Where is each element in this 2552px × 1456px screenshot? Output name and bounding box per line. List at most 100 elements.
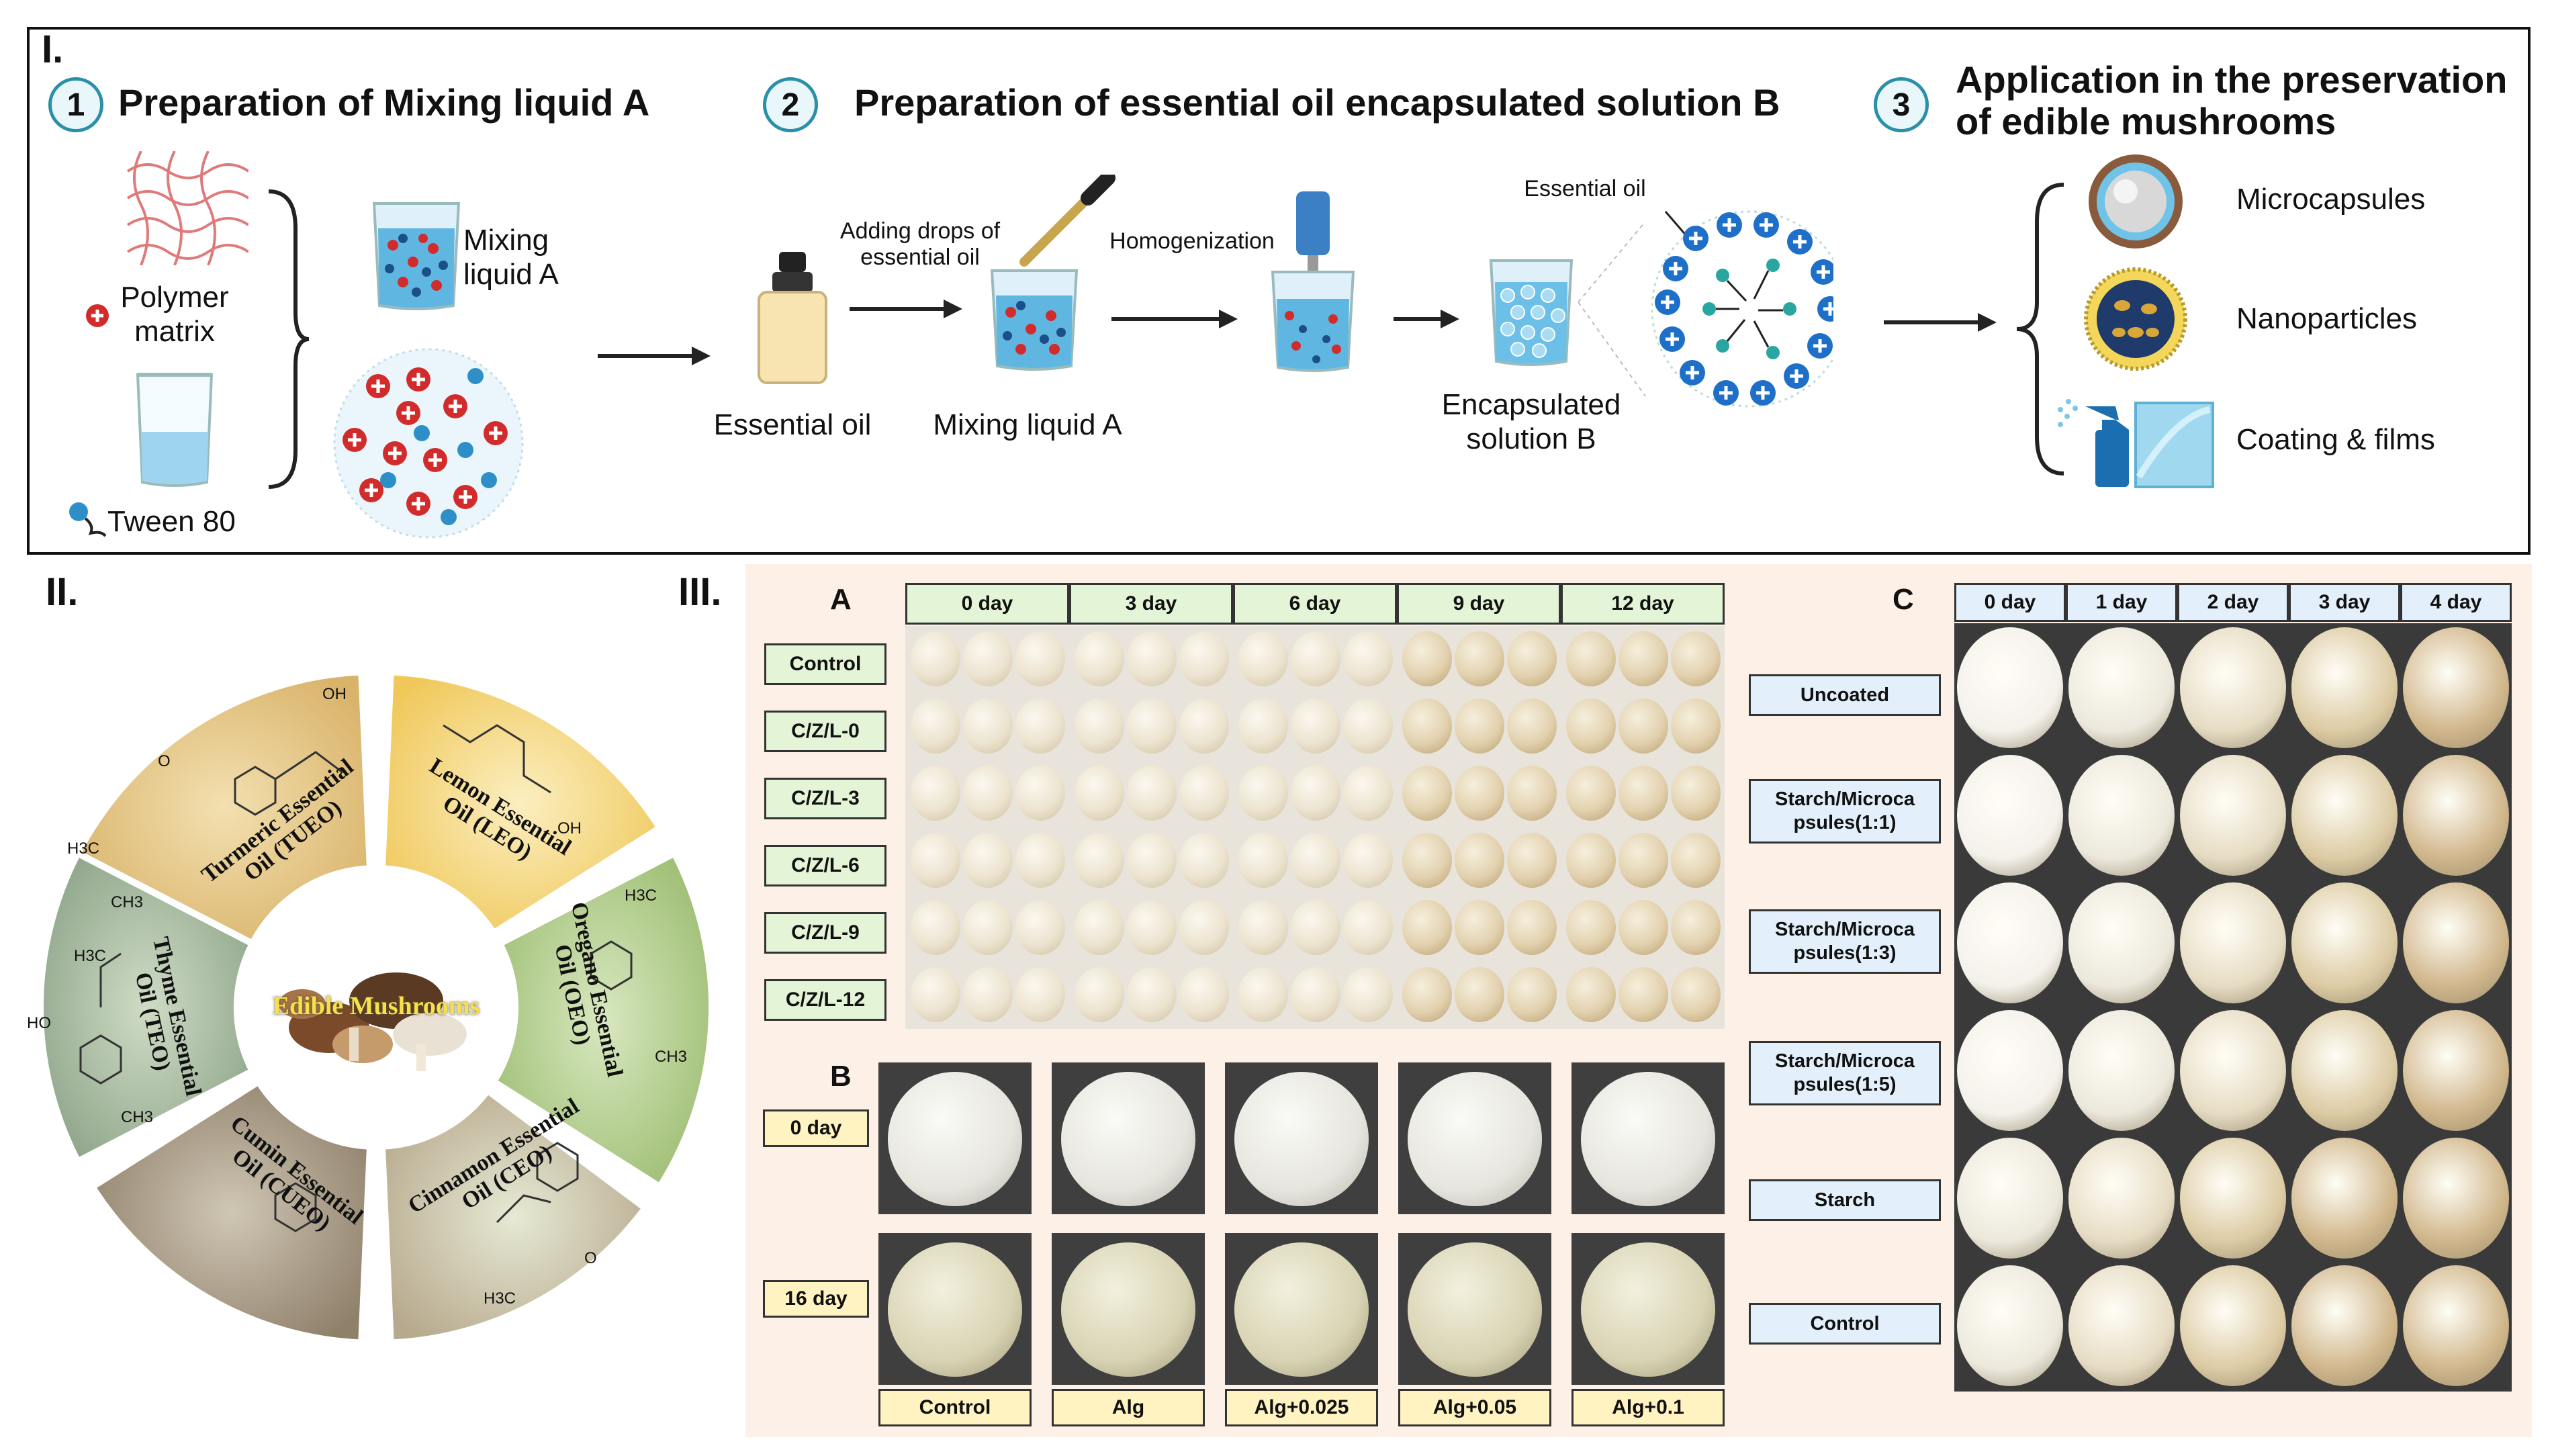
c-mushroom-photo [2068, 1265, 2175, 1386]
chem-label-5: OH [557, 819, 582, 837]
a-mushroom-photo [1402, 631, 1452, 686]
a-mushroom-photo [1291, 833, 1340, 888]
a-mushroom-photo [1075, 698, 1124, 754]
a-mushroom-photo [1127, 698, 1177, 754]
polymer-label-line2: matrix [134, 314, 215, 348]
b-photo-cell [1225, 1062, 1378, 1214]
encapsulated-solution-label: Encapsulated solution B [1430, 388, 1632, 456]
b-mushroom-photo [1581, 1242, 1715, 1377]
c-mushroom-photo [2403, 755, 2509, 876]
section-a-label: A [830, 583, 852, 616]
b-mushroom-photos [878, 1062, 1731, 1398]
essential-oil-bottle-icon [758, 252, 827, 384]
a-mushroom-photo [1179, 967, 1229, 1022]
curly-brace-1 [268, 189, 310, 489]
b-photo-cell [1571, 1233, 1725, 1385]
step3-number: 3 [1874, 77, 1929, 132]
c-day-header-0: 0 day [1954, 583, 2066, 622]
panel-i-label: I. [42, 28, 64, 71]
c-group-starch-13: Starch/Microca psules(1:3) [1749, 909, 1941, 974]
a-mushroom-photo [1127, 900, 1177, 955]
curly-brace-2 [2016, 183, 2064, 475]
chem-label-8: HO [27, 1014, 51, 1032]
a-mushroom-photo [1671, 631, 1721, 686]
a-day-header-2: 6 day [1233, 583, 1397, 625]
c-mushroom-photo [1957, 1138, 2063, 1259]
a-mushroom-photo [911, 698, 960, 754]
mixing-beaker-icon [372, 202, 461, 310]
a-mushroom-photo [1455, 833, 1504, 888]
a-mushroom-photo [1179, 900, 1229, 955]
a-mushroom-photo [1179, 833, 1229, 888]
b-photo-cell [1398, 1233, 1551, 1385]
micelle-zoom-circle [1578, 210, 1833, 408]
adding-drops-label: Adding drops of essential oil [826, 218, 1014, 271]
c-mushroom-photo [2068, 627, 2175, 748]
c-mushroom-photo [1957, 882, 2063, 1003]
a-mushroom-photo [1238, 766, 1288, 821]
c-group-uncoated-text: Uncoated [1800, 684, 1890, 706]
a-mushroom-photo [1455, 967, 1504, 1022]
arrow-4 [1394, 310, 1459, 328]
a-mushroom-photo [1291, 900, 1340, 955]
a-mushroom-photo [1566, 698, 1616, 754]
panel-ii-label: II. [46, 570, 79, 614]
c-group-starch: Starch [1749, 1179, 1941, 1221]
arrow-1 [598, 347, 711, 365]
c-mushroom-photo [2291, 627, 2398, 748]
homogenizer-icon [1271, 191, 1355, 372]
b-mushroom-photo [888, 1242, 1022, 1377]
c-mushroom-photo [2403, 1265, 2509, 1386]
a-mushroom-photo [1291, 698, 1340, 754]
a-day-header-3: 9 day [1397, 583, 1561, 625]
a-mushroom-photo [1238, 900, 1288, 955]
c-mushroom-photo [2291, 755, 2398, 876]
step2-number: 2 [763, 77, 818, 132]
c-mushroom-photo [2180, 882, 2286, 1003]
c-mushroom-photo [2180, 627, 2286, 748]
b-treatment-alg-01: Alg+0.1 [1571, 1389, 1725, 1426]
a-group-czl3: C/Z/L-3 [764, 778, 886, 819]
step3-title-line2: of edible mushrooms [1956, 99, 2336, 142]
chem-label-4: CH3 [111, 893, 144, 911]
a-mushroom-photo [1455, 631, 1504, 686]
a-mushroom-photo [1075, 967, 1124, 1022]
a-mushroom-photo [1075, 766, 1124, 821]
a-mushroom-photo [1291, 967, 1340, 1022]
a-mushroom-photo [1507, 631, 1557, 686]
c-group-control: Control [1749, 1303, 1941, 1345]
a-mushroom-photo [1619, 766, 1668, 821]
b-treatment-alg-0025: Alg+0.025 [1225, 1389, 1378, 1426]
c-mushroom-photo [1957, 755, 2063, 876]
step3-title-line1: Application in the preservation [1956, 58, 2508, 101]
tween-label: Tween 80 [107, 505, 236, 538]
a-mushroom-photo [1507, 833, 1557, 888]
a-mushroom-photo [1619, 698, 1668, 754]
c-mushroom-photo [2180, 1010, 2286, 1131]
a-mushroom-photo [1455, 766, 1504, 821]
c-group-starch-11: Starch/Microca psules(1:1) [1749, 779, 1941, 844]
a-mushroom-photo [1566, 967, 1616, 1022]
a-mushroom-photo [1671, 833, 1721, 888]
a-mushroom-photo [963, 833, 1013, 888]
c-group-starch-text: Starch [1814, 1189, 1876, 1211]
arrow-2 [850, 300, 962, 318]
encapsulated-line2: solution B [1466, 422, 1596, 455]
a-mushroom-photo [1238, 631, 1288, 686]
b-photo-cell [1052, 1062, 1205, 1214]
b-photo-cell [1398, 1062, 1551, 1214]
a-mushroom-photo [1507, 766, 1557, 821]
c-mushroom-photo [2291, 1138, 2398, 1259]
c-mushroom-photo [2068, 755, 2175, 876]
a-mushroom-photo [911, 967, 960, 1022]
c-mushroom-photo [1957, 1010, 2063, 1131]
step1-title: Preparation of Mixing liquid A [118, 81, 650, 124]
a-mushroom-photos [905, 626, 1725, 1029]
mixing-beaker-2-icon [990, 269, 1079, 371]
polymer-label-line1: Polymer [120, 281, 229, 314]
c-mushroom-photo [2180, 1138, 2286, 1259]
chem-label-9: H3C [74, 947, 107, 965]
a-group-control: Control [764, 643, 886, 685]
nanoparticle-icon [2084, 267, 2187, 371]
a-mushroom-photo [1402, 967, 1452, 1022]
